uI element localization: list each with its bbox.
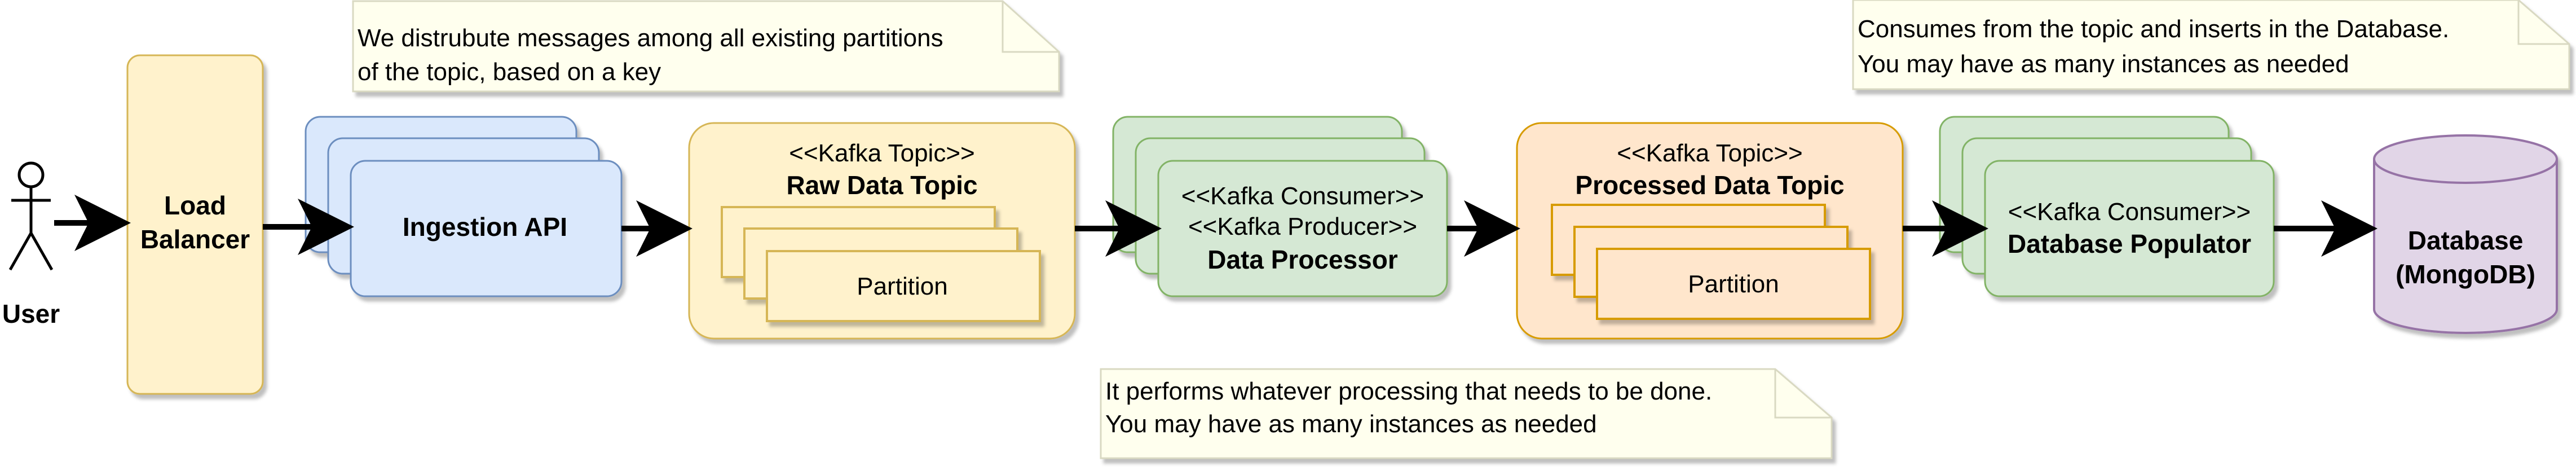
user-actor: User	[2, 161, 60, 328]
note-processor-line2: You may have as many instances as needed	[1105, 410, 1597, 438]
ingestion-api-stack: Ingestion API	[305, 116, 623, 297]
database-icon	[2373, 134, 2558, 334]
note-ingestion: We distrubute messages among all existin…	[352, 0, 1060, 93]
database-cylinder: Database (MongoDB)	[2373, 134, 2558, 334]
database-populator-stereotype: <<Kafka Consumer>>	[2008, 198, 2251, 226]
note-populator-line2: You may have as many instances as needed	[1858, 50, 2349, 78]
database-label-line1: Database	[2408, 226, 2524, 255]
database-label-line2: (MongoDB)	[2396, 260, 2535, 289]
data-processor-stereotype-consumer: <<Kafka Consumer>>	[1181, 182, 1424, 210]
database-populator-stack: <<Kafka Consumer>> Database Populator	[1939, 116, 2275, 297]
processed-topic-partition-label: Partition	[1688, 270, 1779, 298]
note-populator: Consumes from the topic and inserts in t…	[1852, 0, 2570, 90]
stick-figure-icon	[8, 161, 54, 271]
raw-topic-partition-label: Partition	[857, 273, 947, 300]
processed-topic-stereotype: <<Kafka Topic>>	[1617, 139, 1802, 167]
raw-data-topic: <<Kafka Topic>> Raw Data Topic Partition	[688, 122, 1076, 340]
note-processor-line1: It performs whatever processing that nee…	[1105, 378, 1712, 405]
raw-topic-name: Raw Data Topic	[786, 170, 977, 200]
user-label: User	[2, 299, 60, 328]
data-processor-stereotype-producer: <<Kafka Producer>>	[1188, 213, 1417, 240]
note-populator-line1: Consumes from the topic and inserts in t…	[1858, 15, 2449, 43]
load-balancer-label-line1: Load	[164, 191, 226, 220]
note-processor: It performs whatever processing that nee…	[1100, 368, 1833, 459]
note-ingestion-line1: We distrubute messages among all existin…	[358, 24, 943, 52]
processed-topic-partitions: Partition	[1551, 204, 1871, 320]
connectors	[54, 195, 2377, 257]
load-balancer: Load Balancer	[126, 54, 264, 395]
database-populator-name: Database Populator	[2008, 229, 2251, 258]
raw-topic-stereotype: <<Kafka Topic>>	[789, 139, 974, 167]
ingestion-api-label: Ingestion API	[403, 212, 567, 242]
processed-topic-name: Processed Data Topic	[1575, 170, 1844, 200]
note-ingestion-line2: of the topic, based on a key	[358, 58, 661, 86]
data-processor-name: Data Processor	[1207, 245, 1398, 274]
processed-data-topic: <<Kafka Topic>> Processed Data Topic Par…	[1516, 122, 1904, 340]
data-processor-stack: <<Kafka Consumer>> <<Kafka Producer>> Da…	[1112, 116, 1448, 297]
raw-topic-partitions: Partition	[721, 206, 1041, 322]
load-balancer-label-line2: Balancer	[140, 225, 250, 254]
